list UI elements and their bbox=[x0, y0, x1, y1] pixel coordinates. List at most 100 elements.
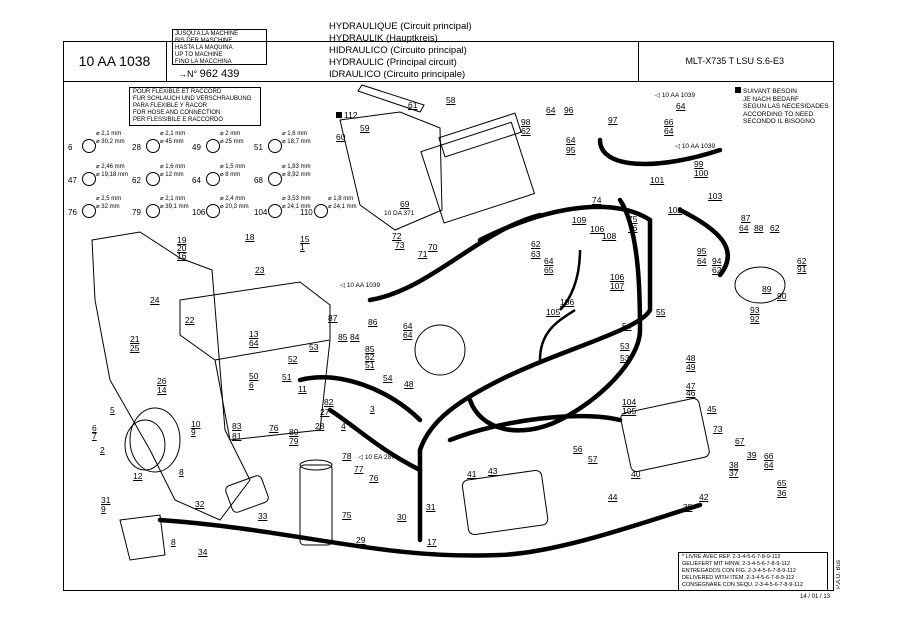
part-callout: 83 bbox=[232, 421, 242, 431]
part-callout: 98 bbox=[521, 117, 531, 127]
part-callout: 67 bbox=[735, 436, 745, 446]
part-callout: 81 bbox=[232, 431, 242, 441]
part-callout: 76 bbox=[628, 223, 638, 233]
part-callout: 64 bbox=[664, 126, 674, 136]
part-callout: 40 bbox=[631, 469, 641, 479]
part-callout: 69 bbox=[400, 199, 410, 209]
part-callout: 21 bbox=[130, 334, 140, 344]
part-callout: 62 bbox=[531, 239, 541, 249]
part-callout: 59 bbox=[360, 123, 370, 133]
part-callout: 8 bbox=[171, 537, 176, 547]
part-callout: 51 bbox=[365, 360, 375, 370]
fitting-thickness: ⌀ 2,4 mm bbox=[220, 196, 246, 202]
fitting-thickness: ⌀ 2,1 mm bbox=[160, 131, 186, 137]
fitting-diameter: ⌀ 45 mm bbox=[160, 139, 184, 145]
part-callout: 72 bbox=[392, 231, 402, 241]
part-callout: 106 bbox=[610, 272, 625, 282]
part-callout: 86 bbox=[368, 317, 378, 327]
part-callout: 5 bbox=[110, 405, 115, 415]
part-callout: 80 bbox=[289, 427, 299, 437]
fitting-thickness: ⌀ 1,6 mm bbox=[282, 131, 308, 137]
part-callout: 95 bbox=[697, 246, 707, 256]
fitting-thickness: ⌀ 1,8 mm bbox=[328, 196, 354, 202]
date: 14 / 01 / 13 bbox=[800, 594, 831, 600]
ref-10aa1039-c: ◁ 10 AA 1039 bbox=[340, 282, 381, 289]
o-ring-icon bbox=[206, 139, 220, 153]
part-callout: 55 bbox=[656, 307, 666, 317]
suction-hose-35 bbox=[157, 502, 703, 558]
pump bbox=[620, 397, 710, 473]
o-ring-icon bbox=[146, 204, 160, 218]
part-callout: 13 bbox=[249, 329, 259, 339]
model-name: MLT-X735 T LSU S.6-E3 bbox=[638, 41, 834, 81]
fitting-number: 110 bbox=[300, 208, 313, 217]
ref-10aa1039-a: ◁ 10 AA 1039 bbox=[655, 92, 696, 99]
part-callout: 23 bbox=[255, 265, 265, 275]
part-callout: 93 bbox=[750, 305, 760, 315]
part-callout: 31 bbox=[101, 495, 111, 505]
part-callout: 92 bbox=[750, 314, 760, 324]
part-callout: 64 bbox=[403, 321, 413, 331]
ref-10ea287: ◁ 10 EA 287 bbox=[358, 454, 395, 461]
accumulator bbox=[734, 266, 786, 304]
hose-g bbox=[327, 407, 423, 473]
reference-number: 10 AA 1038 bbox=[63, 41, 167, 81]
fitting-thickness: ⌀ 2,5 mm bbox=[96, 196, 122, 202]
o-ring-icon bbox=[206, 204, 220, 218]
part-callout: 77 bbox=[354, 464, 364, 474]
part-callout: 1 bbox=[300, 242, 305, 252]
hose-e bbox=[467, 197, 643, 433]
part-callout: 61 bbox=[408, 100, 418, 110]
part-callout: 15 bbox=[300, 234, 310, 244]
part-callout: 100 bbox=[694, 168, 709, 178]
part-callout: 48 bbox=[686, 353, 696, 363]
part-callout: 82 bbox=[324, 397, 334, 407]
fitting-number: 68 bbox=[254, 176, 263, 185]
part-callout: 48 bbox=[404, 379, 414, 389]
part-callout: 8 bbox=[179, 467, 184, 477]
part-callout: 31 bbox=[426, 502, 436, 512]
fitting-diameter: ⌀ 32 mm bbox=[96, 204, 120, 210]
fitting-diameter: ⌀ 19,18 mm bbox=[96, 172, 128, 178]
part-callout: 60 bbox=[336, 132, 346, 142]
part-callout: 51 bbox=[282, 372, 292, 382]
part-callout: 76 bbox=[269, 423, 279, 433]
part-callout: 65 bbox=[777, 478, 787, 488]
part-callout: 4 bbox=[341, 421, 346, 431]
o-ring-icon bbox=[268, 139, 282, 153]
part-callout: 64 bbox=[249, 338, 259, 348]
pressure-hose-a bbox=[417, 204, 653, 543]
small-hose bbox=[538, 308, 576, 361]
part-callout: 64 bbox=[566, 135, 576, 145]
fitting-thickness: ⌀ 1,6 mm bbox=[160, 164, 186, 170]
part-callout: 26 bbox=[157, 376, 167, 386]
bracket bbox=[119, 514, 166, 561]
optional-square-icon bbox=[735, 87, 741, 93]
part-callout: 38 bbox=[729, 460, 739, 470]
optional-note: SUIVANT BESOIN JE NACH BEDARF SEGUN LAS … bbox=[735, 87, 829, 126]
part-callout: 25 bbox=[130, 343, 140, 353]
part-callout: 9 bbox=[101, 504, 106, 514]
part-callout: 90 bbox=[777, 291, 787, 301]
part-callout: 36 bbox=[777, 488, 787, 498]
part-callout: 53 bbox=[620, 353, 630, 363]
o-ring-icon bbox=[146, 139, 160, 153]
support-plate bbox=[339, 111, 443, 231]
part-callout: 43 bbox=[488, 466, 498, 476]
part-callout: 64 bbox=[739, 223, 749, 233]
part-callout: 106 bbox=[560, 297, 575, 307]
part-callout: 99 bbox=[694, 159, 704, 169]
hose-c bbox=[597, 137, 723, 167]
part-callout: 64 bbox=[676, 101, 686, 111]
part-callout: 58 bbox=[446, 95, 456, 105]
part-callout: 106 bbox=[590, 224, 605, 234]
part-callout: 62 bbox=[365, 352, 375, 362]
fitting-diameter: ⌀ 24,1 mm bbox=[328, 204, 357, 210]
part-callout: 20 bbox=[177, 243, 187, 253]
part-callout: 65 bbox=[544, 265, 554, 275]
part-callout: 46 bbox=[686, 388, 696, 398]
part-callout: 28 bbox=[315, 421, 325, 431]
part-callout: 87 bbox=[741, 213, 751, 223]
part-callout: 64 bbox=[544, 256, 554, 266]
part-callout: 73 bbox=[713, 424, 723, 434]
